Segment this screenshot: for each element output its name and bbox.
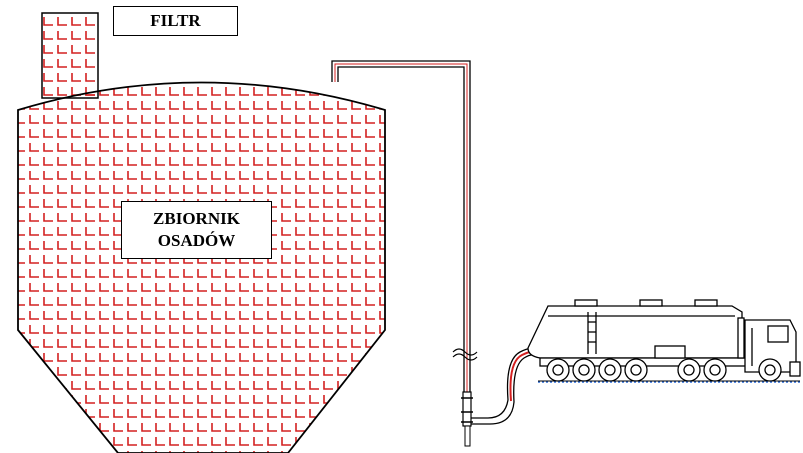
tanker-truck <box>527 299 801 382</box>
sludge-tank <box>17 81 386 453</box>
suction-hose <box>506 347 537 403</box>
filter-label: FILTR <box>113 6 238 36</box>
ground <box>538 380 800 383</box>
truck-wheels <box>546 358 782 382</box>
discharge-pipe <box>331 60 515 447</box>
tank-label-line-1: ZBIORNIK <box>153 209 240 228</box>
tank-label: ZBIORNIK OSADÓW <box>121 201 272 259</box>
tank-label-line-2: OSADÓW <box>157 231 236 250</box>
filter-chimney <box>41 12 99 99</box>
